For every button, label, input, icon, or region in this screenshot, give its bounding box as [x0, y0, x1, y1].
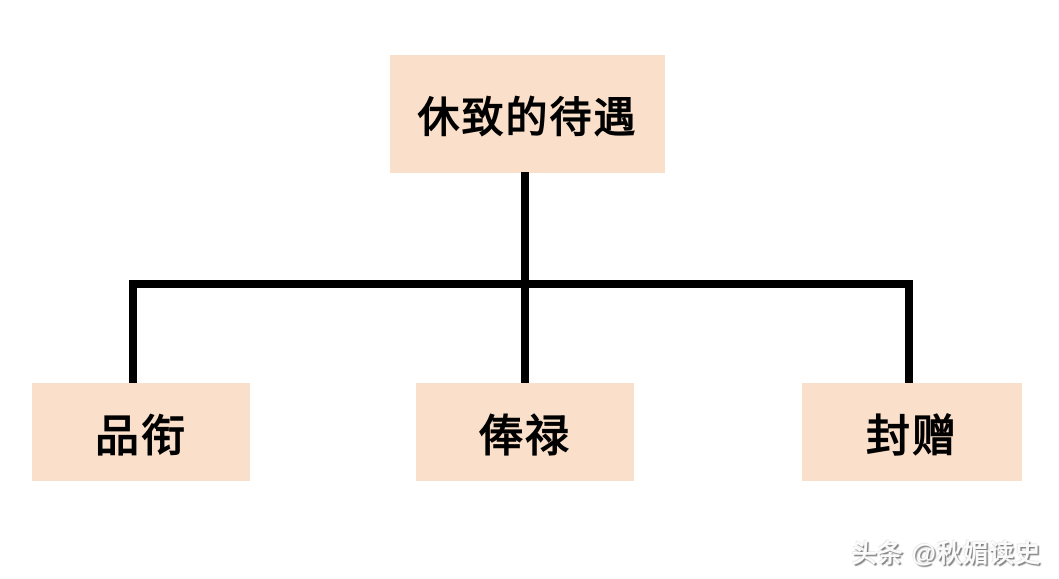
- tree-node-child-3: 封赠: [802, 383, 1022, 481]
- toutiao-watermark: 头条 @秋媚读史: [851, 540, 1041, 568]
- tree-node-child-2: 俸禄: [416, 383, 634, 481]
- tree-node-root: 休致的待遇: [390, 55, 665, 173]
- connector-root-to-middle-child: [521, 172, 529, 384]
- connector-horizontal-bar: [129, 280, 913, 288]
- tree-node-child-1: 品衔: [32, 383, 250, 481]
- connector-drop-left-child: [129, 280, 137, 384]
- connector-drop-right-child: [905, 280, 913, 384]
